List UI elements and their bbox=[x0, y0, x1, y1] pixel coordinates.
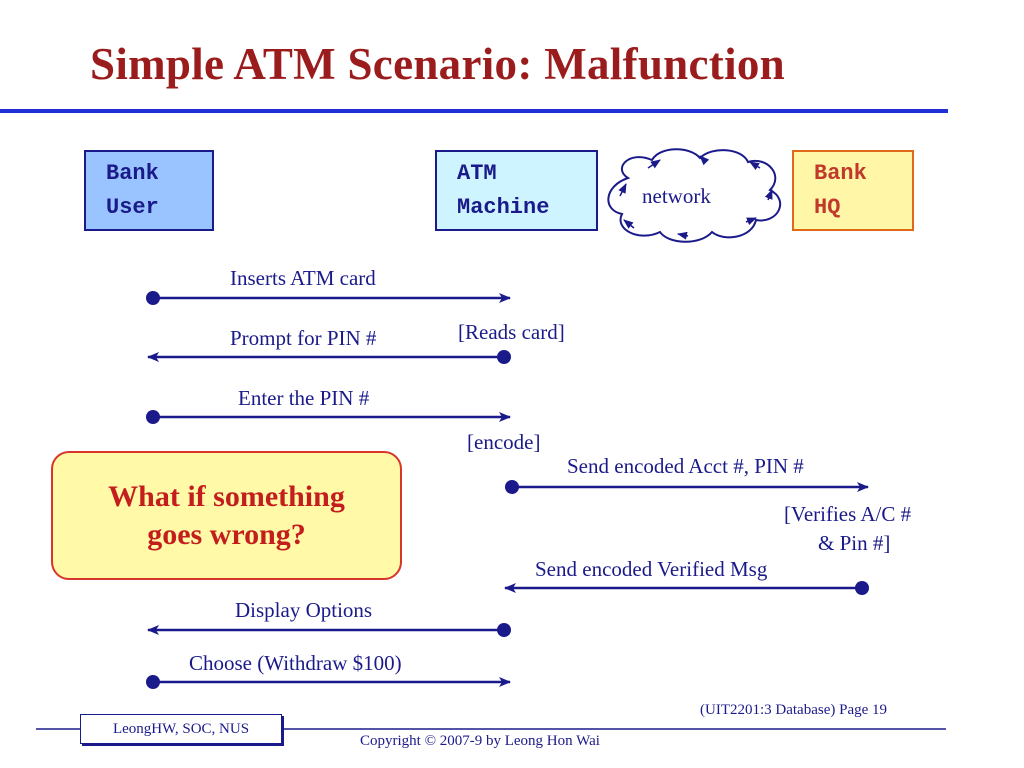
msg-display-options: Display Options bbox=[235, 598, 373, 622]
malfunction-callout: What if something goes wrong? bbox=[51, 451, 402, 580]
note-verifies-line1: [Verifies A/C # bbox=[784, 502, 912, 526]
msg-send-acct-pin: Send encoded Acct #, PIN # bbox=[567, 454, 804, 478]
arrow-send-verified bbox=[504, 581, 869, 595]
arrow-choose-withdraw bbox=[146, 675, 511, 689]
note-encode: [encode] bbox=[467, 430, 541, 454]
callout-line2: goes wrong? bbox=[147, 517, 306, 551]
bank-user-line2: User bbox=[106, 195, 159, 220]
atm-line1: ATM bbox=[457, 161, 497, 186]
title-rule bbox=[0, 109, 948, 113]
msg-enter-pin: Enter the PIN # bbox=[238, 386, 370, 410]
note-verifies-line2: & Pin #] bbox=[818, 531, 891, 555]
msg-prompt-pin: Prompt for PIN # bbox=[230, 326, 377, 350]
callout-line1: What if something bbox=[108, 479, 345, 513]
bank-user-box: Bank User bbox=[84, 150, 214, 231]
note-reads-card: [Reads card] bbox=[458, 320, 565, 344]
footer-author: LeongHW, SOC, NUS bbox=[80, 714, 282, 744]
network-label: network bbox=[642, 184, 711, 208]
arrow-inserts-card bbox=[146, 291, 511, 305]
msg-choose-withdraw: Choose (Withdraw $100) bbox=[189, 651, 402, 675]
atm-machine-box: ATM Machine bbox=[435, 150, 598, 231]
atm-line2: Machine bbox=[457, 195, 550, 220]
msg-inserts-card: Inserts ATM card bbox=[230, 266, 376, 290]
hq-line1: Bank bbox=[814, 161, 867, 186]
arrow-display-options bbox=[147, 623, 511, 637]
arrow-prompt-pin bbox=[147, 350, 511, 364]
msg-send-verified: Send encoded Verified Msg bbox=[535, 557, 768, 581]
hq-line2: HQ bbox=[814, 195, 841, 220]
footer-copyright: Copyright © 2007-9 by Leong Hon Wai bbox=[360, 733, 600, 749]
bank-hq-box: Bank HQ bbox=[792, 150, 914, 231]
arrow-send-acct-pin bbox=[505, 480, 869, 494]
slide-title: Simple ATM Scenario: Malfunction bbox=[90, 39, 785, 89]
footer-page-number: (UIT2201:3 Database) Page 19 bbox=[700, 702, 888, 718]
network-cloud bbox=[607, 148, 782, 243]
arrow-enter-pin bbox=[146, 410, 511, 424]
bank-user-line1: Bank bbox=[106, 161, 159, 186]
